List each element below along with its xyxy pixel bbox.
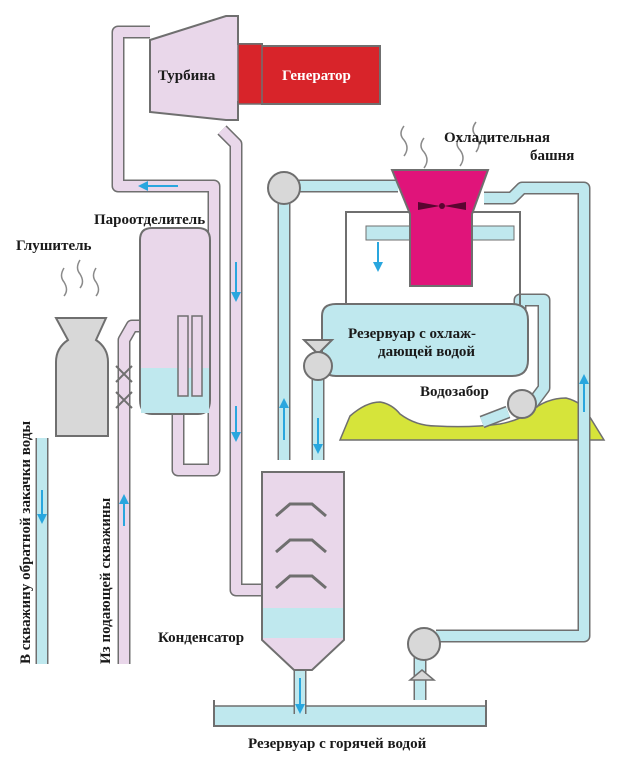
label-cooling-reservoir-1: Резервуар с охлаж-	[348, 326, 476, 342]
label-reinjection-well: В скважину обратной закачки воды	[18, 421, 34, 664]
label-turbine: Турбина	[158, 68, 216, 84]
cooling-tower	[390, 169, 490, 287]
condenser-baffles	[275, 502, 327, 590]
tower-fan-icon	[418, 202, 466, 210]
label-water-intake: Водозабор	[420, 384, 489, 400]
label-production-well: Из подающей скважины	[98, 498, 114, 664]
label-cooling-tower-2: башня	[530, 148, 574, 164]
condenser	[261, 471, 345, 671]
silencer	[54, 317, 109, 437]
tower-line-valve	[267, 171, 301, 205]
label-cooling-tower-1: Охладительная	[444, 130, 550, 146]
intake-pump	[507, 389, 537, 419]
silencer-steam-icon	[60, 259, 100, 297]
condenser-inlet-valve	[301, 339, 335, 381]
return-pump	[407, 627, 441, 681]
label-separator: Пароотделитель	[94, 212, 205, 228]
steam-wisps-icon	[400, 121, 480, 169]
hot-water-reservoir-outline	[213, 700, 487, 727]
label-generator: Генератор	[282, 68, 351, 84]
label-hot-reservoir: Резервуар с горячей водой	[248, 736, 427, 752]
flow-arrows	[37, 181, 589, 714]
ground-terrain	[338, 397, 606, 441]
label-cooling-reservoir-2: дающей водой	[378, 344, 475, 360]
label-silencer: Глушитель	[16, 238, 92, 254]
label-condenser: Конденсатор	[158, 630, 244, 646]
hot-water-reservoir-water	[215, 706, 485, 725]
